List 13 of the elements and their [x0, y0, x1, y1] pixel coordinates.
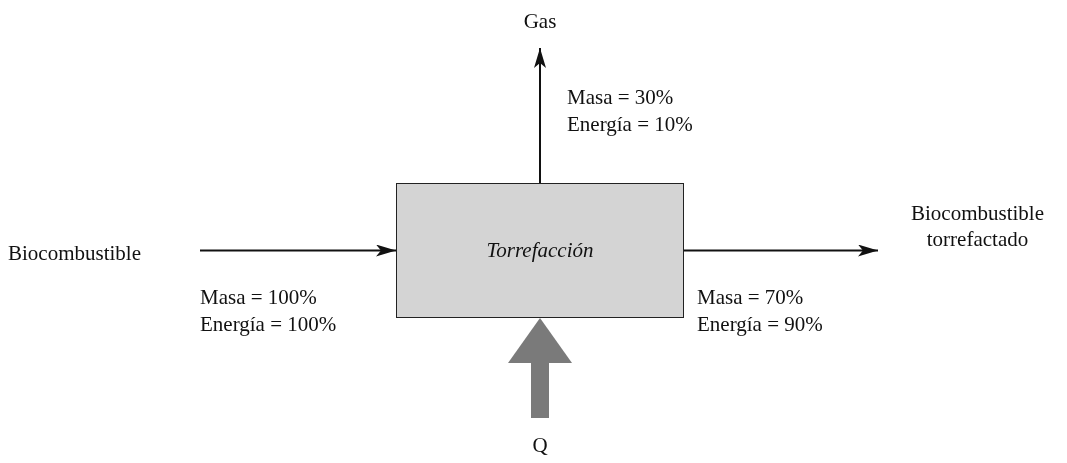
edge-label: Masa = 70% Energía = 90% [697, 284, 824, 339]
process-name: Torrefacción [486, 237, 594, 264]
heat-arrow [508, 318, 572, 418]
edge-label: Masa = 100% Energía = 100% [200, 284, 338, 339]
process-box [396, 183, 684, 318]
node-label: Biocombustible torrefactado [890, 196, 1065, 256]
node-label: Gas [510, 6, 570, 36]
node-label: Q [520, 430, 560, 460]
edge-label: Masa = 30% Energía = 10% [567, 84, 694, 139]
arrow [199, 244, 397, 257]
arrow [534, 47, 546, 184]
arrow [683, 244, 879, 257]
node-label: Biocombustible [8, 238, 188, 268]
